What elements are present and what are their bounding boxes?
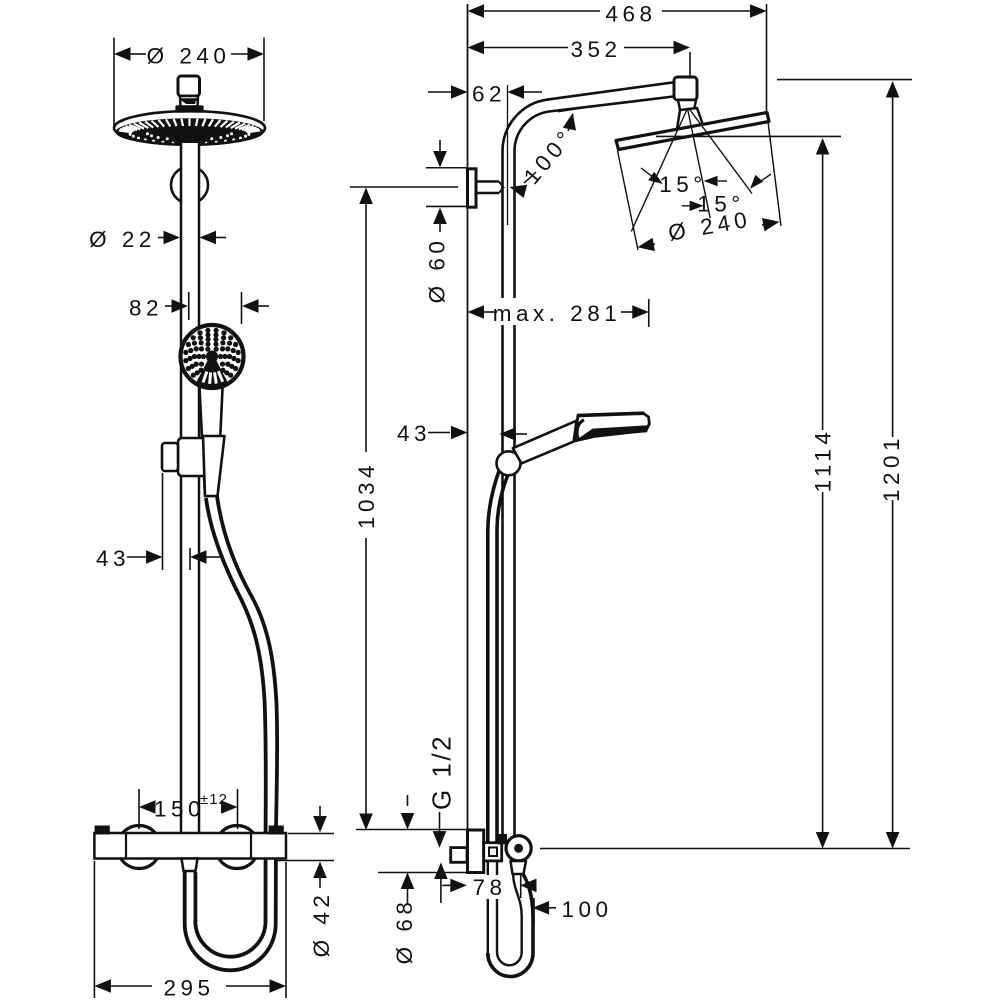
svg-text:43: 43 <box>397 421 431 446</box>
svg-text:78: 78 <box>472 875 506 900</box>
svg-text:150: 150 <box>154 797 205 822</box>
svg-text:Ø 60: Ø 60 <box>425 237 450 304</box>
svg-text:1034: 1034 <box>354 461 379 529</box>
svg-text:82: 82 <box>129 296 163 321</box>
svg-text:1201: 1201 <box>879 434 904 502</box>
svg-text:Ø 22: Ø 22 <box>89 227 156 252</box>
svg-text:Ø 42: Ø 42 <box>309 891 334 958</box>
svg-text:G 1/2: G 1/2 <box>427 734 457 810</box>
svg-text:Ø 240: Ø 240 <box>147 44 231 69</box>
svg-text:15°: 15° <box>659 172 707 197</box>
svg-text:Ø 68: Ø 68 <box>392 898 417 965</box>
svg-text:352: 352 <box>570 37 621 62</box>
svg-text:43: 43 <box>96 546 130 571</box>
svg-text:468: 468 <box>605 2 656 27</box>
svg-text:1114: 1114 <box>811 428 836 493</box>
svg-text:±12: ±12 <box>200 791 228 808</box>
svg-text:100: 100 <box>561 897 612 922</box>
svg-text:max. 281: max. 281 <box>493 301 622 326</box>
svg-text:295: 295 <box>163 976 214 1000</box>
svg-text:15°: 15° <box>697 192 745 217</box>
svg-text:62: 62 <box>472 82 506 107</box>
